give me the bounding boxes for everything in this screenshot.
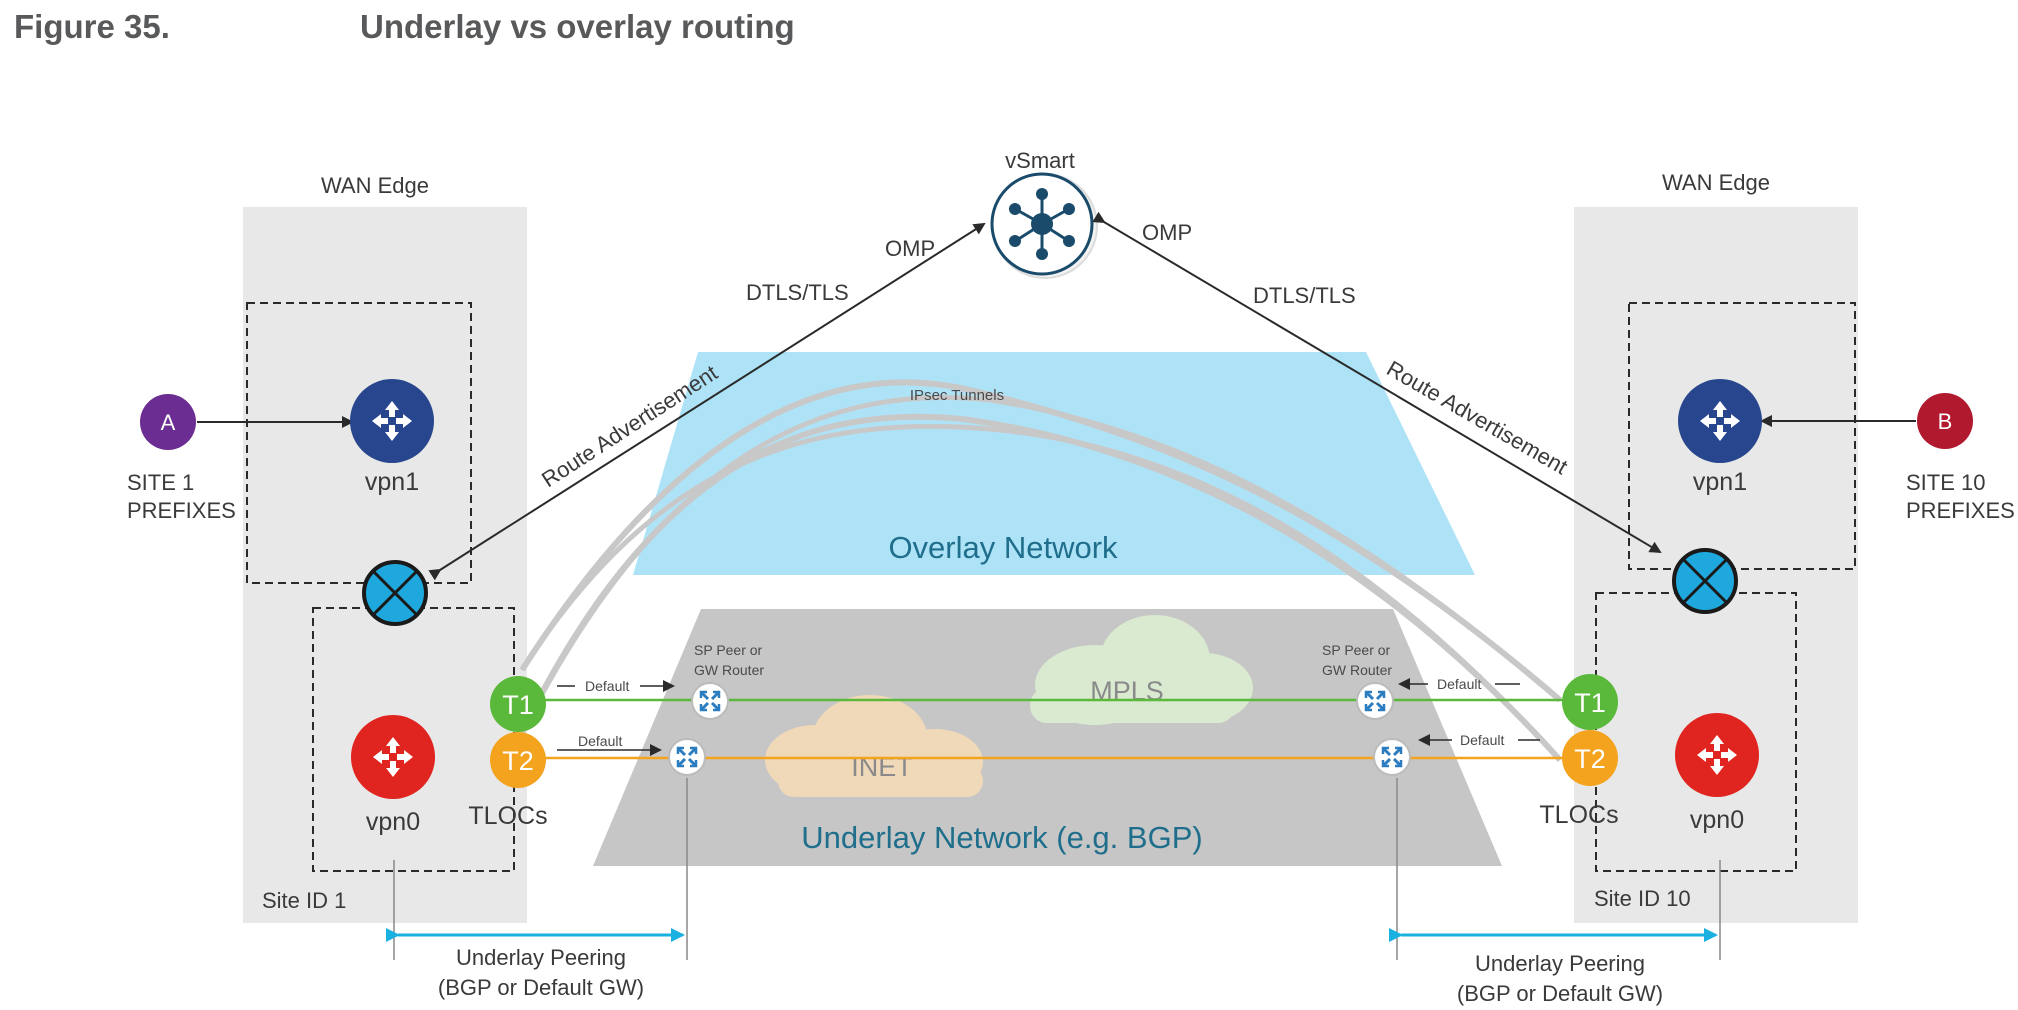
left-tloc1-label: T1 — [502, 690, 534, 720]
inet-cloud-label: INET — [851, 752, 913, 782]
left-gw-label-line1: SP Peer or — [694, 642, 763, 658]
vsmart-icon — [990, 172, 1098, 279]
overlay-network-label: Overlay Network — [888, 530, 1118, 565]
site-a-letter: A — [161, 410, 176, 435]
underlay-network-label: Underlay Network (e.g. BGP) — [801, 820, 1202, 855]
right-omp-connection — [1092, 211, 1662, 554]
left-vpn1-label: vpn1 — [365, 468, 419, 496]
site-a-prefix-icon — [140, 394, 196, 450]
mpls-cloud-label: MPLS — [1090, 676, 1164, 706]
left-vpn0-router-icon — [351, 715, 435, 799]
left-default2-label: Default — [578, 733, 622, 749]
left-tloc2-icon — [490, 732, 546, 788]
right-gw-label-line1: SP Peer or — [1322, 642, 1391, 658]
right-tloc1-icon — [1562, 674, 1618, 730]
site-10-prefix-line1: SITE 10 — [1906, 470, 1985, 495]
left-vpn1-router-icon — [350, 379, 434, 463]
inet-cloud — [765, 695, 983, 797]
figure-number: Figure 35. — [14, 8, 170, 45]
left-mpls-gw-router-icon — [691, 682, 729, 720]
left-omp-label: OMP — [885, 236, 935, 261]
right-vpn1-router-icon — [1678, 379, 1762, 463]
site-1-prefix-line2: PREFIXES — [127, 498, 236, 523]
figure-title: Underlay vs overlay routing — [360, 8, 795, 45]
ipsec-tunnels-label: IPsec Tunnels — [910, 387, 1004, 404]
left-site-id-label: Site ID 1 — [262, 888, 346, 913]
left-dtls-label: DTLS/TLS — [746, 280, 849, 305]
right-peering-line1: Underlay Peering — [1475, 951, 1645, 976]
site-b-prefix-icon — [1917, 393, 1973, 449]
underlay-network-plane — [593, 609, 1502, 866]
right-wan-edge-label: WAN Edge — [1662, 170, 1770, 195]
left-gw-label-line2: GW Router — [694, 662, 764, 678]
left-peering-line1: Underlay Peering — [456, 945, 626, 970]
right-tlocs-label: TLOCs — [1539, 801, 1618, 829]
right-gw-label-line2: GW Router — [1322, 662, 1392, 678]
right-peering-line2: (BGP or Default GW) — [1457, 981, 1663, 1006]
right-vpn1-label: vpn1 — [1693, 468, 1747, 496]
left-peering-line2: (BGP or Default GW) — [438, 975, 644, 1000]
right-mpls-gw-router-icon — [1356, 682, 1394, 720]
right-dtls-label: DTLS/TLS — [1253, 283, 1356, 308]
site-1-prefix-line1: SITE 1 — [127, 470, 194, 495]
left-crossconnect-icon — [362, 560, 428, 626]
right-default2-label: Default — [1460, 732, 1504, 748]
right-tloc1-label: T1 — [1574, 688, 1606, 718]
mpls-cloud — [1030, 615, 1253, 725]
right-default1-label: Default — [1437, 676, 1481, 692]
site-10-prefix-line2: PREFIXES — [1906, 498, 2015, 523]
left-tlocs-label: TLOCs — [468, 802, 547, 830]
left-inet-gw-router-icon — [668, 738, 706, 776]
left-tloc1-icon — [490, 676, 546, 732]
left-omp-connection — [428, 222, 986, 581]
left-default1-label: Default — [585, 678, 629, 694]
right-tloc2-label: T2 — [1574, 744, 1606, 774]
right-vpn0-label: vpn0 — [1690, 806, 1744, 834]
right-tloc2-icon — [1562, 730, 1618, 786]
left-wan-edge-label: WAN Edge — [321, 173, 429, 198]
left-tloc2-label: T2 — [502, 746, 534, 776]
right-vpn0-router-icon — [1675, 713, 1759, 797]
site-b-letter: B — [1938, 409, 1953, 434]
right-crossconnect-icon — [1672, 548, 1738, 614]
right-transport-vpn-box — [1595, 592, 1797, 872]
right-site-id-label: Site ID 10 — [1594, 886, 1691, 911]
right-omp-label: OMP — [1142, 220, 1192, 245]
left-vpn0-label: vpn0 — [366, 808, 420, 836]
vsmart-label: vSmart — [1005, 148, 1075, 173]
right-inet-gw-router-icon — [1373, 738, 1411, 776]
